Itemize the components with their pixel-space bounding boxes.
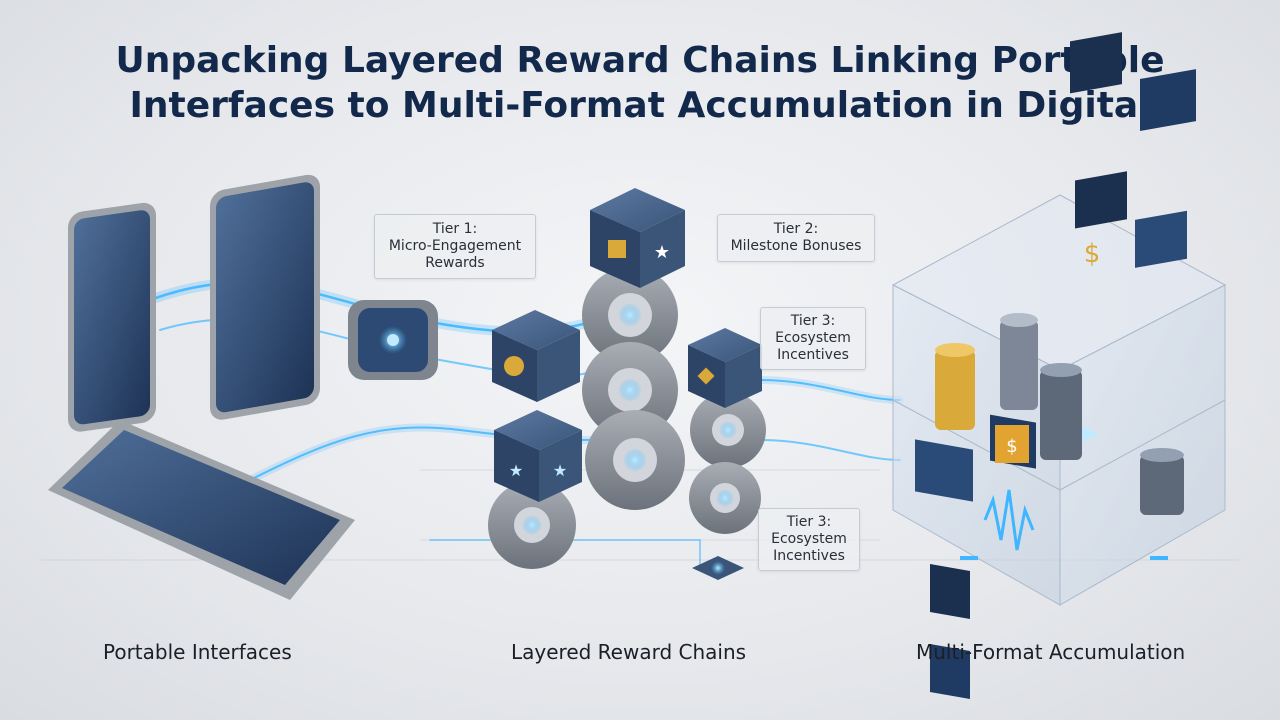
small-chip — [692, 556, 744, 580]
page-title: Unpacking Layered Reward Chains Linking … — [0, 38, 1280, 128]
section-label-chains: Layered Reward Chains — [511, 640, 747, 664]
section-label-portable: Portable Interfaces — [103, 640, 292, 664]
tablet-device — [48, 420, 355, 600]
cube-top: ★ — [590, 188, 685, 288]
smartphone-right — [210, 174, 320, 420]
tier-2-callout: Tier 2: Milestone Bonuses — [717, 214, 875, 262]
section-label-accumulation: Multi-Format Accumulation — [916, 640, 1186, 664]
smartphone-left — [68, 202, 156, 432]
svg-text:★: ★ — [509, 461, 523, 480]
play-icon: ▶ — [1082, 421, 1099, 446]
title-line-2: Interfaces to Multi-Format Accumulation … — [129, 85, 1151, 126]
star-icon: ★ — [654, 242, 670, 263]
accumulation-cube: $ $ ▶ — [891, 32, 1227, 700]
cube-bottom: ★ ★ — [494, 410, 582, 502]
dollar-icon: $ — [1006, 436, 1017, 457]
dollar-icon — [504, 356, 524, 376]
tier-3-callout-upper: Tier 3: Ecosystem Incentives — [760, 307, 866, 370]
svg-text:★: ★ — [553, 461, 567, 480]
tier-3-callout-lower: Tier 3: Ecosystem Incentives — [758, 508, 860, 571]
tier-1-callout: Tier 1: Micro-Engagement Rewards — [374, 214, 536, 279]
smartwatch-icon — [348, 300, 438, 380]
svg-text:$: $ — [1084, 239, 1101, 269]
title-line-1: Unpacking Layered Reward Chains Linking … — [115, 40, 1165, 81]
cube-left — [492, 310, 580, 402]
cube-right — [688, 328, 762, 408]
gear-glows — [522, 303, 737, 535]
